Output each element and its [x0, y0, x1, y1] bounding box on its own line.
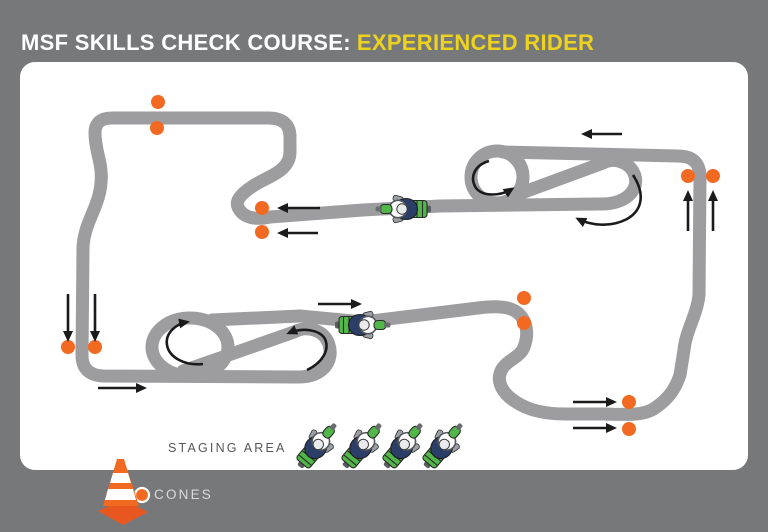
track-loop: [464, 144, 530, 210]
title-main: MSF SKILLS CHECK COURSE:: [21, 30, 351, 55]
motorcycle-icon: [288, 414, 347, 477]
cone-marker: [255, 225, 269, 239]
cone-marker: [517, 316, 531, 330]
cone-marker: [706, 169, 720, 183]
turn-arrow: [471, 159, 515, 198]
track-segment: [75, 111, 337, 384]
turn-arrow: [575, 174, 642, 228]
cone-marker: [517, 291, 531, 305]
motorcycle-icon: [414, 414, 473, 477]
cone-marker: [151, 95, 165, 109]
cone-marker: [88, 340, 102, 354]
title-highlight: EXPERIENCED RIDER: [356, 30, 595, 55]
traffic-cone-icon: [98, 459, 148, 525]
motorcycle-icon: [374, 194, 432, 224]
cones-legend-label: CONES: [154, 487, 214, 502]
staging-area-label: STAGING AREA: [168, 441, 287, 455]
turn-arrow: [286, 325, 328, 372]
cone-marker: [622, 422, 636, 436]
track-segment: [230, 133, 643, 225]
page-title: MSF SKILLS CHECK COURSE:EXPERIENCED RIDE…: [21, 30, 594, 56]
motorcycle-icon: [333, 414, 392, 477]
motorcycle-icon: [374, 414, 433, 477]
cone-marker: [622, 395, 636, 409]
turn-arrow: [165, 318, 204, 366]
track-loop: [145, 311, 235, 383]
cone-marker: [61, 340, 75, 354]
cone-marker: [255, 201, 269, 215]
cone-marker: [681, 169, 695, 183]
cone-marker: [150, 121, 164, 135]
